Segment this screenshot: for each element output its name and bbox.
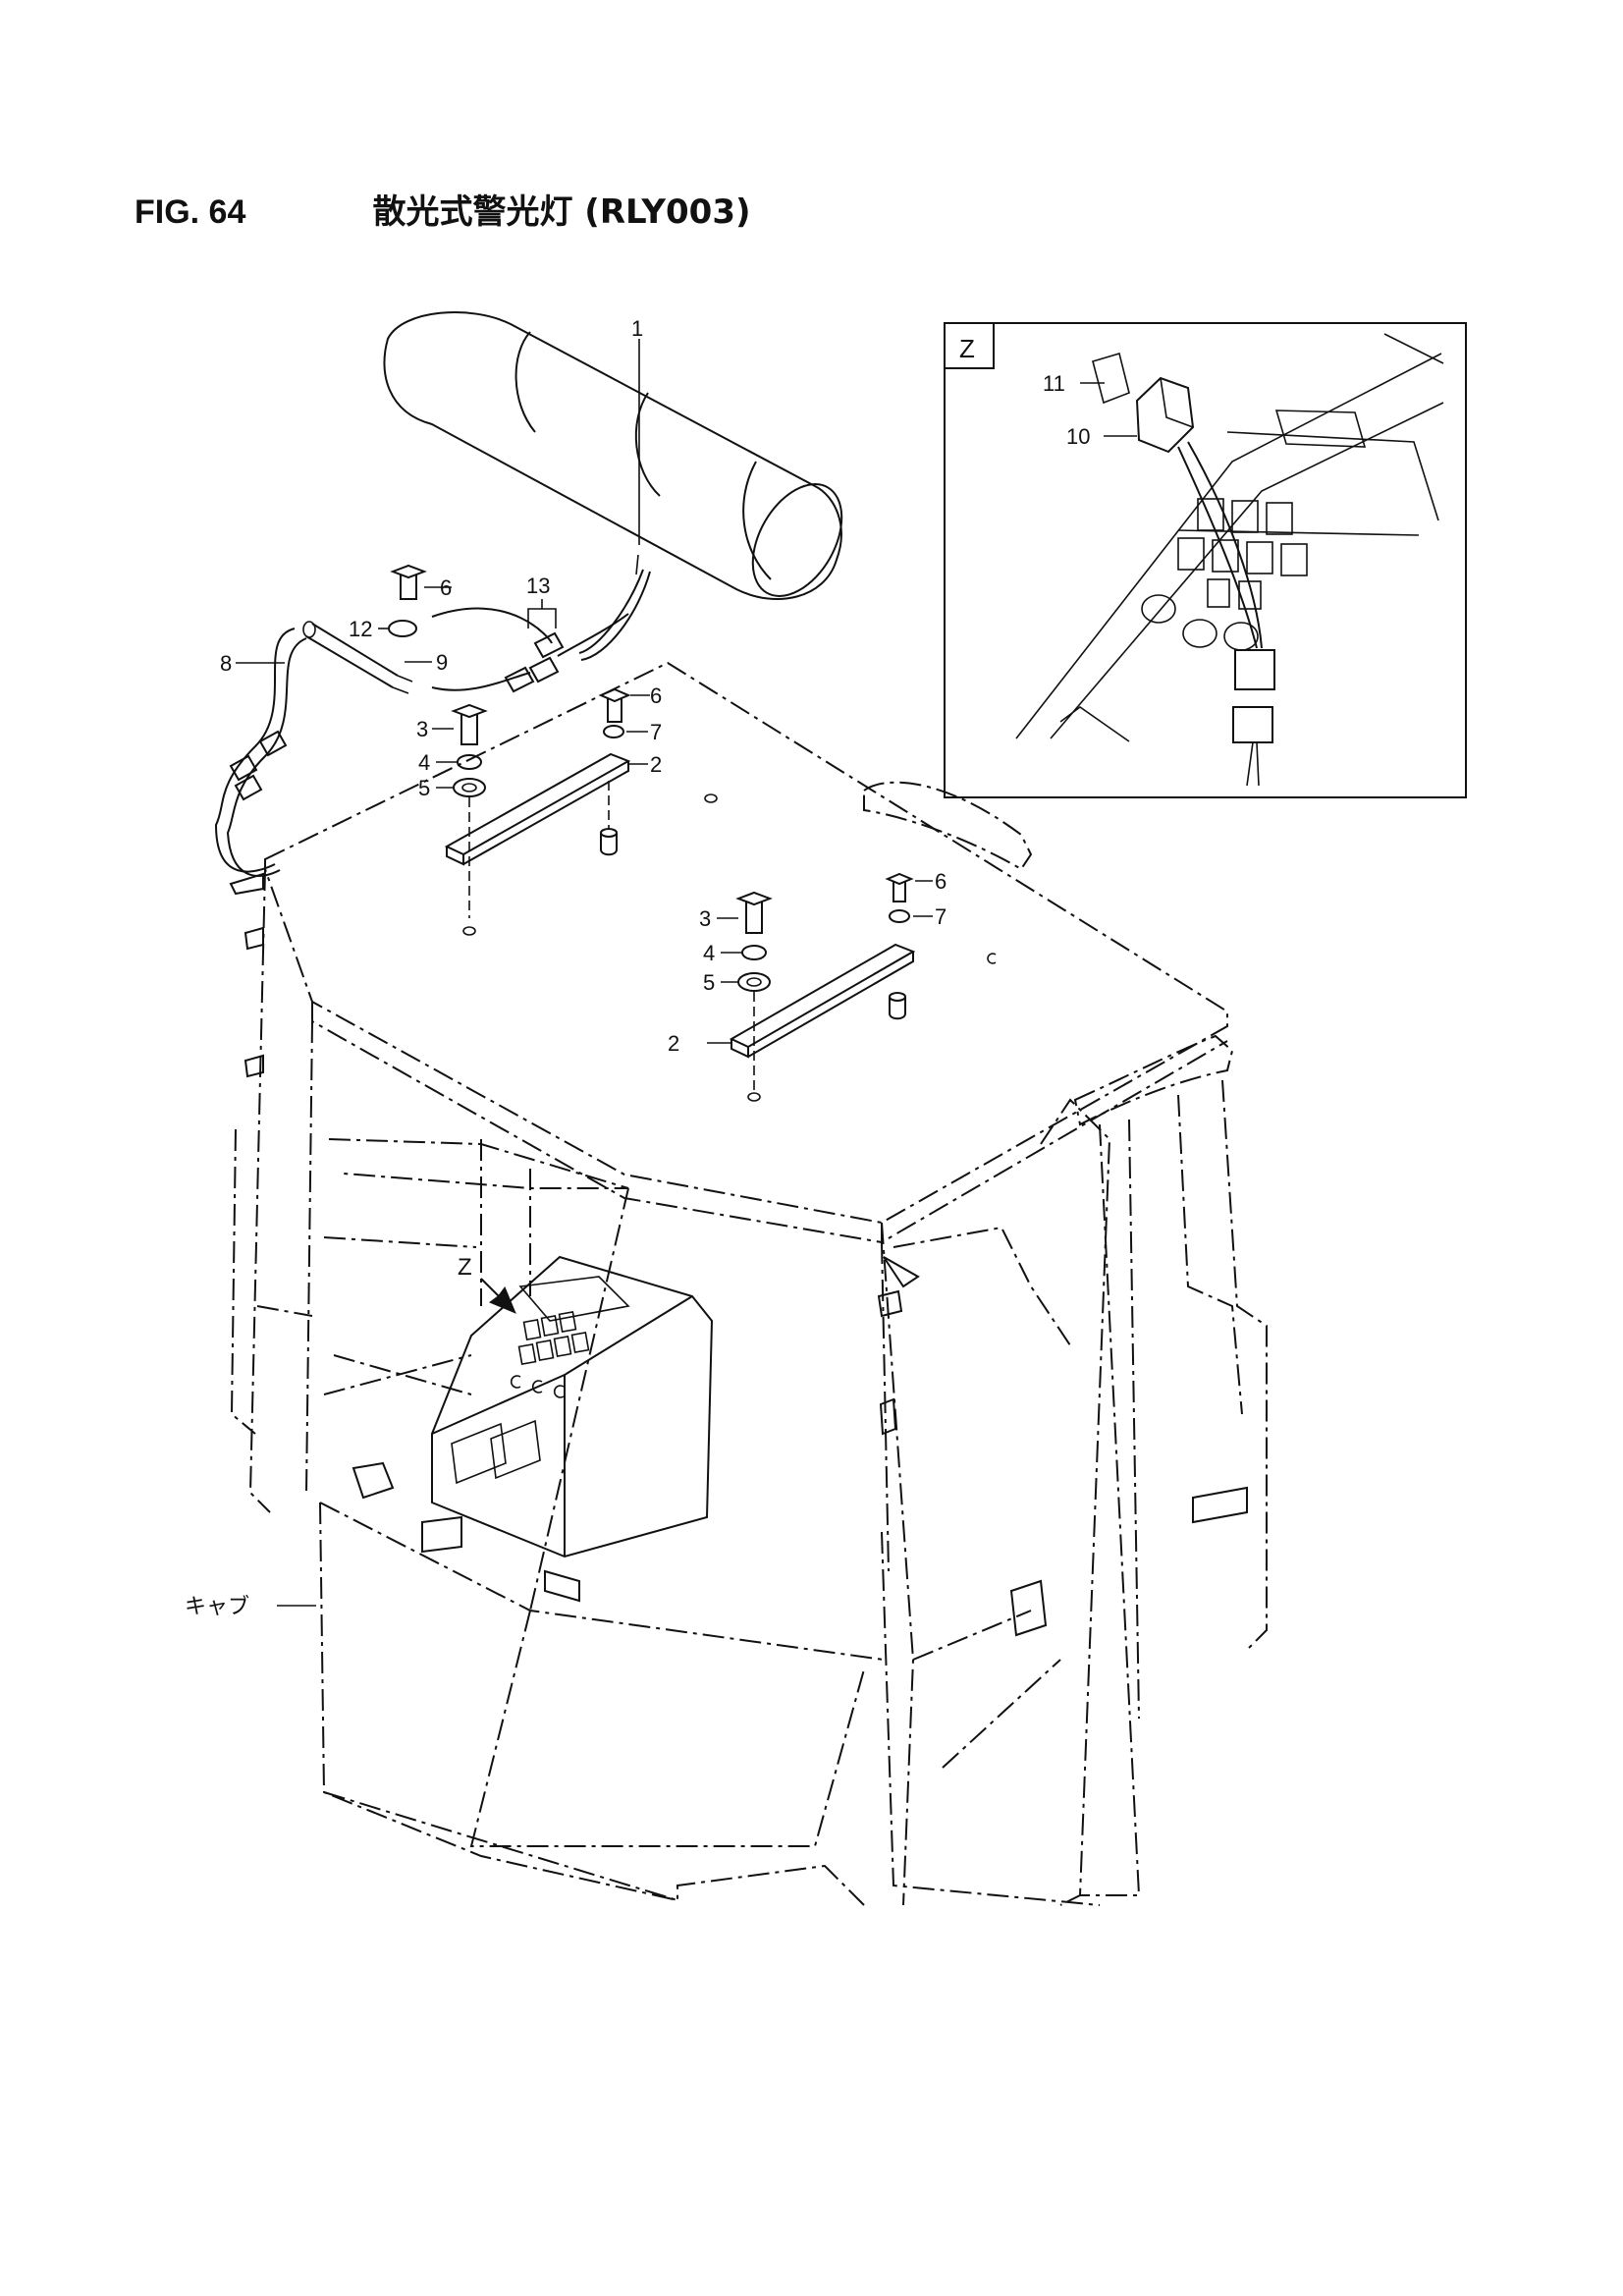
figure-title: 散光式警光灯 (RLY003) bbox=[372, 192, 751, 232]
cab-lower-body bbox=[319, 1502, 865, 1906]
callout-11: 11 bbox=[1043, 371, 1065, 396]
harness-connector-b bbox=[528, 656, 560, 683]
figure-header: FIG. 64 散光式警光灯 (RLY003) bbox=[135, 185, 751, 233]
cab-roof bbox=[264, 661, 1228, 1225]
view-z-marker: Z bbox=[458, 1254, 516, 1314]
view-z-label: Z bbox=[458, 1254, 472, 1281]
harness-connector-d bbox=[258, 730, 288, 757]
harness-wire-lower bbox=[431, 672, 531, 691]
cab-roof-rail-right bbox=[1073, 1034, 1234, 1126]
callout-12: 12 bbox=[349, 617, 372, 641]
cab-door bbox=[1040, 1098, 1111, 1906]
detail-gauge-1 bbox=[1141, 594, 1176, 624]
hardware-set-center: 6 7 3 4 5 2 bbox=[668, 793, 997, 1102]
harness-connector-a bbox=[504, 666, 535, 693]
callout-5-a: 5 bbox=[418, 776, 430, 800]
rotating-beacon-lamp: 1 bbox=[383, 311, 843, 661]
view-arrow-icon bbox=[480, 1278, 516, 1314]
bolt-head-icon bbox=[390, 564, 427, 579]
callout-5-b: 5 bbox=[703, 970, 715, 995]
detail-gauge-2 bbox=[1182, 619, 1217, 648]
callout-4-a: 4 bbox=[418, 750, 430, 775]
callout-13: 13 bbox=[526, 574, 550, 598]
hardware-set-upper-left: 6 12 6 7 3 4 5 2 bbox=[349, 564, 662, 936]
callout-3-b: 3 bbox=[699, 906, 711, 931]
detail-console-edge-3 bbox=[1177, 529, 1420, 536]
harness-connector-e bbox=[229, 754, 258, 782]
detail-switch-grid bbox=[1177, 498, 1308, 610]
callout-9: 9 bbox=[436, 650, 448, 675]
detail-wire-2 bbox=[1187, 441, 1263, 649]
figure-number: FIG. 64 bbox=[135, 193, 246, 231]
callout-2-b: 2 bbox=[668, 1031, 679, 1056]
cab-roof-rail-left bbox=[863, 781, 1033, 871]
harness-wire-upper bbox=[431, 607, 553, 644]
callout-2-a: 2 bbox=[650, 752, 662, 777]
detail-wire-1 bbox=[1177, 446, 1258, 649]
harness-connector-f bbox=[234, 774, 263, 801]
callout-4-b: 4 bbox=[703, 941, 715, 965]
beacon-body-icon bbox=[383, 311, 842, 600]
callout-6-c: 6 bbox=[935, 869, 947, 894]
cab-console-switches bbox=[451, 1310, 590, 1485]
harness-connector-c bbox=[533, 631, 565, 659]
cab-label: キャブ bbox=[185, 1595, 249, 1619]
cab-control-console bbox=[431, 1255, 714, 1558]
detail-panel-outline bbox=[1226, 431, 1439, 521]
callout-6-b: 6 bbox=[650, 683, 662, 708]
bolt-head-icon-2 bbox=[598, 687, 631, 703]
detail-console-edge bbox=[1015, 353, 1442, 739]
washer-icon bbox=[388, 620, 417, 637]
callout-7-b: 7 bbox=[935, 904, 947, 929]
rocker-switch-icon bbox=[1135, 376, 1195, 454]
detail-view-label-box bbox=[944, 322, 995, 369]
harness-tube-top bbox=[311, 623, 399, 677]
detail-connector-male-icon bbox=[1232, 706, 1273, 743]
detail-display-window bbox=[1274, 410, 1367, 448]
detail-connector-female-icon bbox=[1234, 649, 1275, 690]
callout-10: 10 bbox=[1066, 424, 1090, 449]
detail-console-edge-2 bbox=[1050, 402, 1444, 739]
detail-view-frame bbox=[944, 322, 1467, 798]
harness-cable-8 bbox=[214, 628, 296, 873]
wiring-harness: 13 8 9 bbox=[214, 574, 629, 877]
mounting-bracket-icon-2 bbox=[729, 943, 916, 1049]
detail-wire-tail bbox=[1246, 741, 1260, 787]
beacon-cap-icon bbox=[751, 483, 843, 597]
detail-lower-bracket bbox=[1059, 706, 1130, 742]
callout-1: 1 bbox=[631, 316, 643, 341]
cab-outline bbox=[229, 661, 1268, 1906]
harness-tube-bottom bbox=[305, 635, 394, 688]
callout-8: 8 bbox=[220, 651, 232, 676]
detail-view-z: Z bbox=[944, 322, 1467, 798]
callout-6-a: 6 bbox=[440, 575, 452, 600]
detail-console-top-edge bbox=[1383, 333, 1444, 364]
callout-3-a: 3 bbox=[416, 717, 428, 741]
switch-label-plate-icon bbox=[1092, 352, 1130, 405]
callout-7-a: 7 bbox=[650, 720, 662, 744]
detail-view-label: Z bbox=[959, 334, 975, 363]
